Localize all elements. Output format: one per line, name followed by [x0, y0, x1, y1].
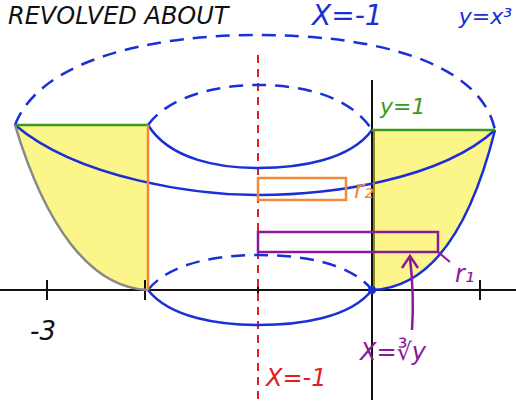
- line-label: y=1: [380, 96, 425, 118]
- tick-label: -3: [30, 318, 56, 344]
- axis-label: X=-1: [312, 2, 383, 30]
- axis-label: X=-1: [266, 366, 326, 390]
- radius-label: r₂: [354, 178, 374, 202]
- radius-label: r₁: [455, 262, 475, 286]
- curve-label: X=∛y: [360, 340, 426, 364]
- title: REVOLVED ABOUT: [8, 4, 228, 28]
- curve-label: y=x³: [459, 6, 512, 28]
